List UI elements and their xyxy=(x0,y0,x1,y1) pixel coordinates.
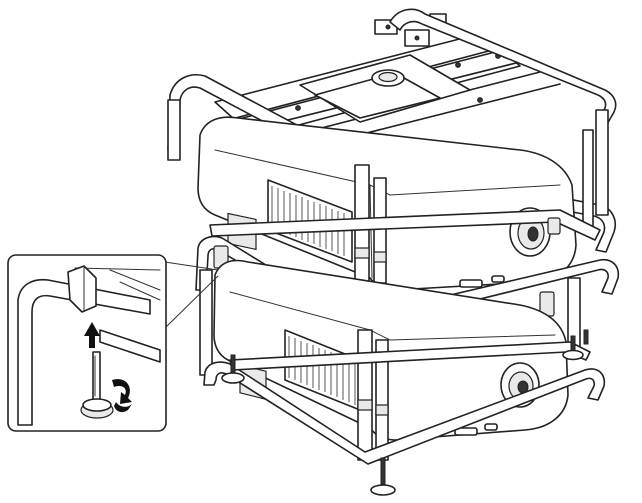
adjustable-feet xyxy=(221,329,589,496)
foot-right xyxy=(562,335,584,361)
inset-foot-pad xyxy=(80,398,114,419)
foot-front xyxy=(370,457,396,496)
up-arrow-icon xyxy=(84,322,100,348)
rotate-arrow-icon xyxy=(112,379,132,413)
foot-left xyxy=(221,354,245,384)
inset-adjuster-bolt xyxy=(92,351,101,401)
foot-back xyxy=(583,329,589,345)
inset-frame-tube xyxy=(17,267,161,426)
inset-clamp xyxy=(67,265,97,313)
detail-callout xyxy=(7,254,219,432)
